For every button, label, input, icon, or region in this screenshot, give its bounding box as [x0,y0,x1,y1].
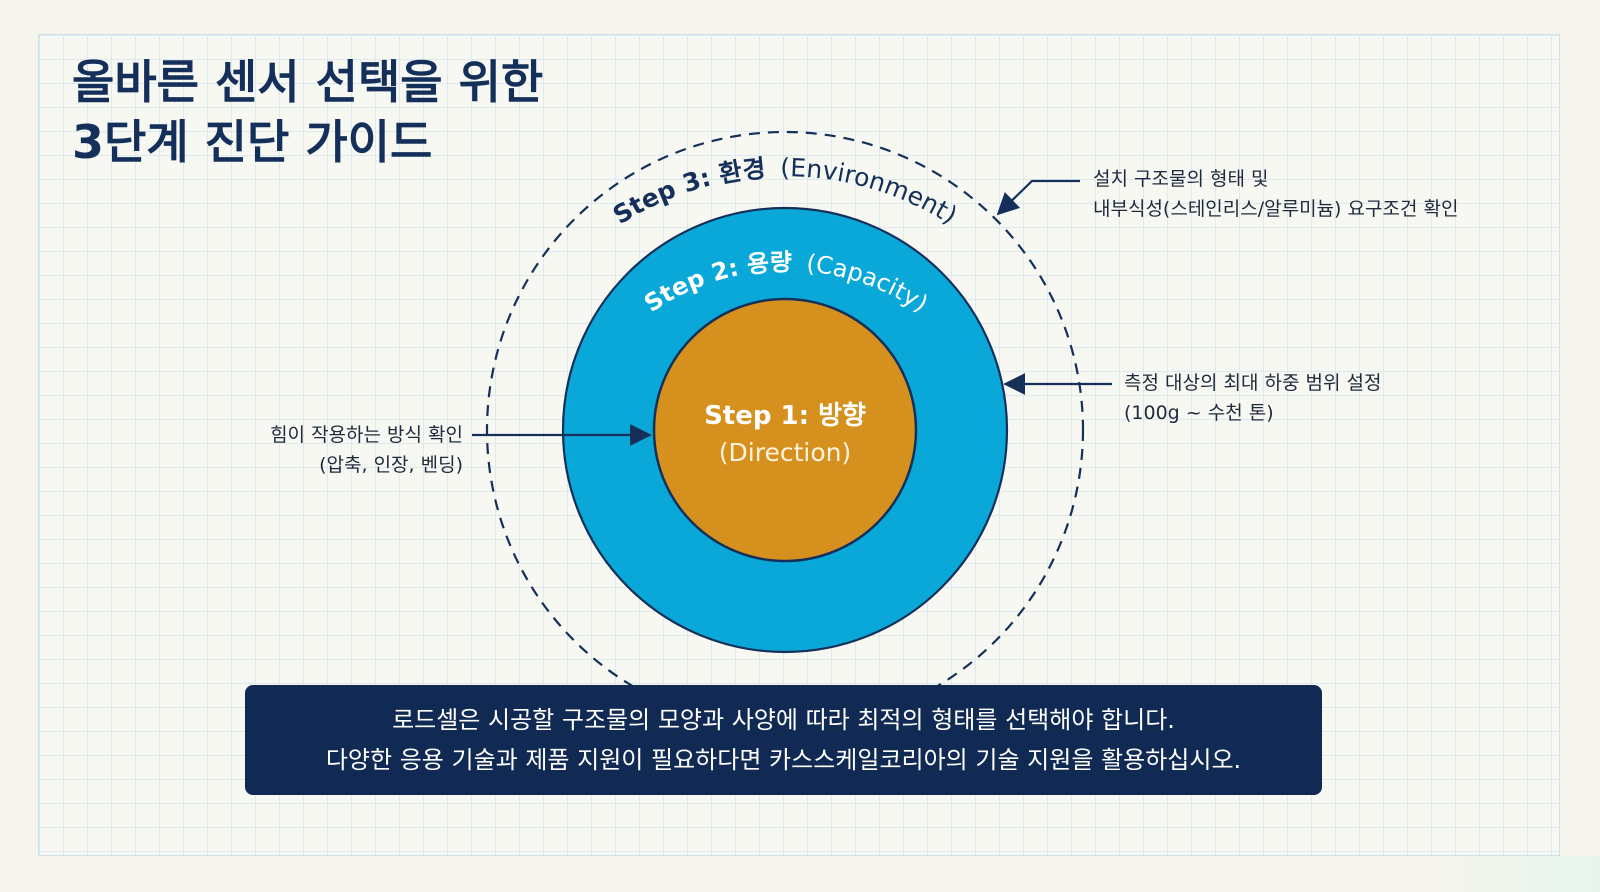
direction-english-label: (Direction) [719,438,851,467]
title-line-1: 올바른 센서 선택을 위한 [72,55,544,109]
environment-note-line-1: 설치 구조물의 형태 및 [1093,168,1269,190]
environment-ring [485,130,1085,730]
capacity-note: 측정 대상의 최대 하중 범위 설정 (100g ~ 수천 톤) [1124,368,1381,428]
direction-note: 힘이 작용하는 방식 확인 (압축, 인장, 벤딩) [180,420,463,480]
environment-note: 설치 구조물의 형태 및 내부식성(스테인리스/알루미늄) 요구조건 확인 [1093,164,1458,224]
capacity-note-line-1: 측정 대상의 최대 하중 범위 설정 [1124,372,1382,394]
environment-note-line-2: 내부식성(스테인리스/알루미늄) 요구조건 확인 [1093,198,1459,220]
corner-decoration [1440,856,1600,892]
banner-line-2: 다양한 응용 기술과 제품 지원이 필요하다면 카스스케일코리아의 기술 지원을… [325,746,1242,774]
direction-note-line-1: 힘이 작용하는 방식 확인 [270,424,463,446]
direction-step-label: Step 1: 방향 [704,401,866,431]
page-title: 올바른 센서 선택을 위한 3단계 진단 가이드 [72,52,543,172]
environment-callout-arrow [996,179,1080,216]
banner-line-1: 로드셀은 시공할 구조물의 모양과 사양에 따라 최적의 형태를 선택해야 합니… [392,706,1175,734]
summary-banner: 로드셀은 시공할 구조물의 모양과 사양에 따라 최적의 형태를 선택해야 합니… [245,685,1322,795]
direction-note-line-2: (압축, 인장, 벤딩) [319,454,463,476]
capacity-note-line-2: (100g ~ 수천 톤) [1124,402,1274,424]
title-line-2: 3단계 진단 가이드 [72,115,433,169]
direction-core [652,297,918,563]
